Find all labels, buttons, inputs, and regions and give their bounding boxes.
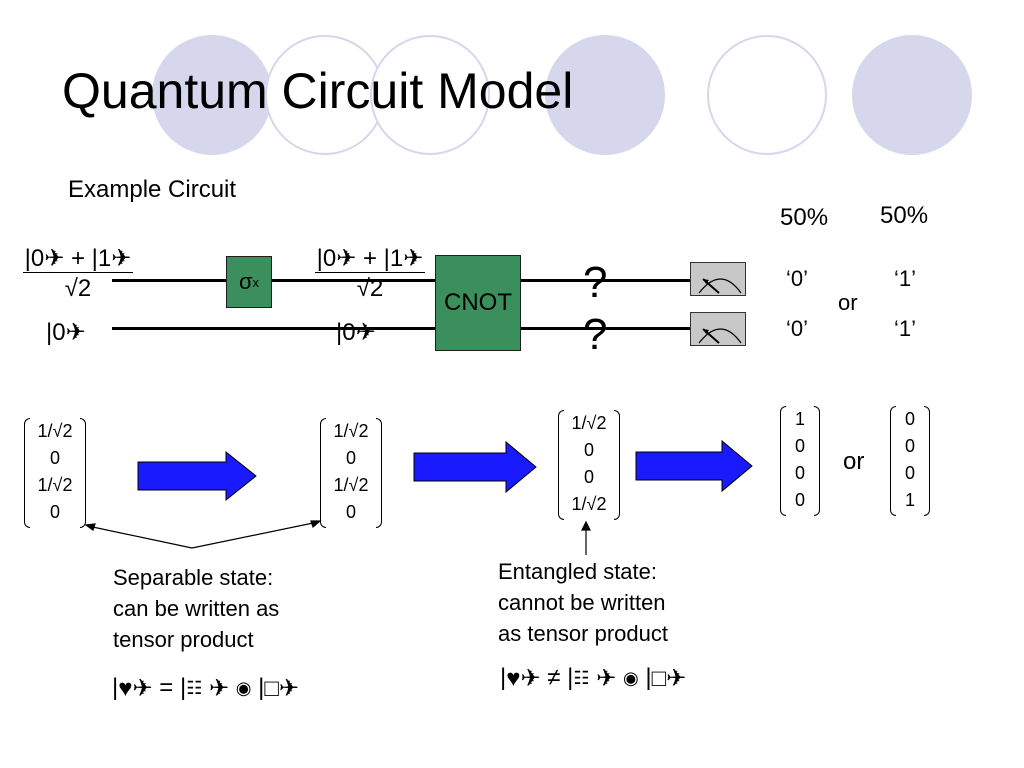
box-icon: □ <box>264 674 279 702</box>
state-vector-1: 1/√2 0 1/√2 0 <box>24 418 86 528</box>
wire-q1 <box>112 279 690 282</box>
outcome-right-bottom: ‘1’ <box>894 316 917 341</box>
vector-entry: 1/√2 <box>333 475 369 495</box>
entangled-eq-op: ≠ | <box>547 664 574 691</box>
vector-entry: 1 <box>904 490 915 510</box>
vector-entry: 0 <box>583 440 594 460</box>
airplane-icon: ✈ <box>132 675 153 703</box>
vector-entry: 1 <box>794 409 805 429</box>
entangled-line-1: Entangled state: <box>498 559 658 584</box>
question-mark-2: ? <box>583 310 608 359</box>
mid-numerator: |0✈ + |1✈ <box>314 245 426 273</box>
box-icon: □ <box>651 664 667 692</box>
tram-icon: ☷ <box>573 668 590 689</box>
vector-entry: 0 <box>49 502 60 522</box>
entangled-equation: |♥✈ ≠ |☷ ✈ ◉ |□✈ <box>500 664 687 693</box>
deco-circle-5 <box>707 35 827 155</box>
blue-arrow-2 <box>413 440 537 494</box>
sigma-subscript: x <box>252 274 260 290</box>
separable-eq-op: = | <box>159 674 187 701</box>
cnot-gate: CNOT <box>435 255 521 351</box>
mid-state-q1: |0✈ + |1✈ √2 <box>300 244 440 303</box>
separable-line-3: tensor product <box>113 627 254 652</box>
entangled-note: Entangled state: cannot be written as te… <box>498 556 668 649</box>
measurement-meter-1 <box>690 262 746 296</box>
airplane-icon: ✈ <box>520 665 541 693</box>
question-mark-1: ? <box>583 258 608 307</box>
vector-entry: 1/√2 <box>571 494 607 514</box>
vector-or: or <box>843 448 865 475</box>
separable-line-2: can be written as <box>113 596 280 621</box>
state-vector-4: 1 0 0 0 <box>780 406 820 516</box>
prob-left: 50% <box>780 204 829 231</box>
vector-entry: 0 <box>49 448 60 468</box>
vector-entry: 0 <box>345 448 356 468</box>
airplane-icon: ✈ <box>596 665 617 693</box>
slide-subtitle: Example Circuit <box>68 176 237 203</box>
separable-line-1: Separable state: <box>113 565 274 590</box>
entangled-line-3: as tensor product <box>498 621 668 646</box>
q1-input-state: |0✈ + |1✈ √2 <box>8 244 148 303</box>
state-vector-5: 0 0 0 1 <box>890 406 930 516</box>
deco-circle-1 <box>152 35 272 155</box>
blue-arrow-3 <box>635 439 753 493</box>
mid-denominator: √2 <box>356 275 384 302</box>
tram-icon: ☷ <box>186 678 203 699</box>
vector-entry: 1/√2 <box>571 413 607 433</box>
blue-arrow-1 <box>137 450 257 502</box>
meter-dial-icon <box>698 278 742 294</box>
prob-right: 50% <box>880 202 929 229</box>
vector-entry: 0 <box>794 463 805 483</box>
vector-entry: 1/√2 <box>37 475 73 495</box>
airplane-icon: ✈ <box>209 675 230 703</box>
heart-icon: ♥ <box>118 674 133 702</box>
outcome-left-bottom: ‘0’ <box>786 316 809 341</box>
slide-title: Quantum Circuit Model <box>62 63 574 119</box>
heart-icon: ♥ <box>506 664 521 692</box>
q2-input-state: |0✈ <box>46 319 86 346</box>
q1-input-denominator: √2 <box>64 275 92 302</box>
vector-entry: 0 <box>904 463 915 483</box>
deco-circle-2 <box>265 35 385 155</box>
vector-entry: 1/√2 <box>333 421 369 441</box>
airplane-icon: ✈ <box>666 665 687 693</box>
separable-connector-arrow <box>84 520 322 549</box>
mid-state-q2: |0✈ <box>336 319 376 346</box>
wire-q2 <box>112 327 690 330</box>
measurement-meter-2 <box>690 312 746 346</box>
entangled-connector-arrow <box>581 520 591 555</box>
state-vector-2: 1/√2 0 1/√2 0 <box>320 418 382 528</box>
vector-entry: 0 <box>794 490 805 510</box>
meter-dial-icon <box>698 328 742 344</box>
outcome-left-top: ‘0’ <box>786 266 809 291</box>
deco-circle-4 <box>545 35 665 155</box>
entangled-line-2: cannot be written <box>498 590 666 615</box>
vector-entry: 0 <box>794 436 805 456</box>
airplane-icon: ✈ <box>278 675 300 703</box>
vector-entry: 0 <box>904 436 915 456</box>
vector-entry: 1/√2 <box>37 421 73 441</box>
sigma-symbol: σ <box>238 269 253 294</box>
outcome-or: or <box>838 290 858 315</box>
deco-circle-3 <box>370 35 490 155</box>
gamepad-icon: ◉ <box>622 668 639 689</box>
gamepad-icon: ◉ <box>235 678 252 699</box>
vector-entry: 0 <box>345 502 356 522</box>
deco-circle-6 <box>852 35 972 155</box>
state-vector-3: 1/√2 0 0 1/√2 <box>558 410 620 520</box>
outcome-right-top: ‘1’ <box>894 266 917 291</box>
vector-entry: 0 <box>583 467 594 487</box>
vector-entry: 0 <box>904 409 915 429</box>
separable-note: Separable state: can be written as tenso… <box>113 562 279 655</box>
separable-equation: |♥✈ = |☷ ✈ ◉ |□✈ <box>112 674 300 703</box>
q1-input-numerator: |0✈ + |1✈ <box>22 245 134 273</box>
